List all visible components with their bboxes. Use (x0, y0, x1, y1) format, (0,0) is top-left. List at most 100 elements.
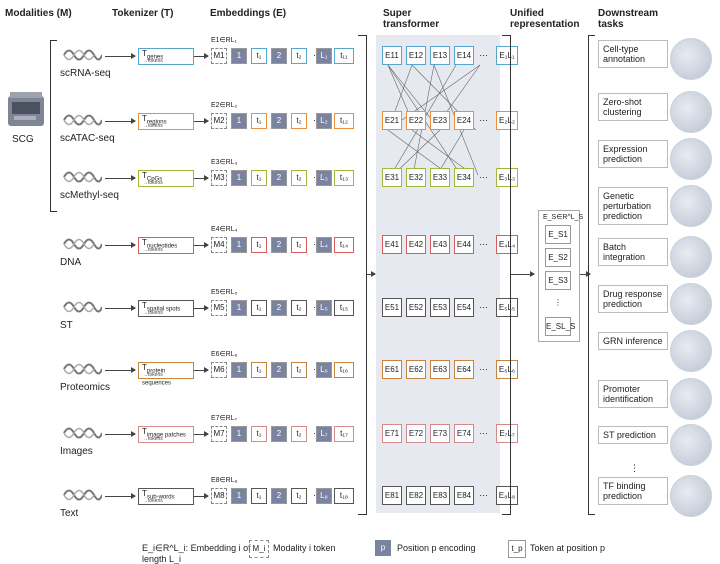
tokens-label: →tokens (143, 123, 163, 129)
embedding-cell: M7 (211, 426, 227, 442)
legend-position: Position p encoding (397, 543, 476, 553)
embedding-cell: 1 (231, 170, 247, 186)
arrow-to-embeddings (194, 305, 209, 311)
task-6[interactable]: GRN inference (598, 332, 668, 350)
transformer-cell: E23 (430, 111, 450, 130)
embedding-cell: t₁₅ (334, 300, 354, 316)
transformer-cell: E34 (454, 168, 474, 187)
task-2[interactable]: Expression prediction (598, 140, 668, 168)
task-image-8 (670, 424, 712, 466)
embedding-cell: t₁ (251, 488, 267, 504)
embedding-cell: 2 (271, 300, 287, 316)
task-8[interactable]: ST prediction (598, 426, 668, 444)
embedding-cell: t₂ (291, 426, 307, 442)
tokenizer-scMethyl-seq: TCpGs→tokens (138, 170, 194, 187)
scg-label: SCG (12, 134, 34, 145)
unified-cell: E_SL_S (545, 317, 575, 336)
embedding-cell: t₁₂ (334, 113, 354, 129)
embedding-cell: L₃ (316, 170, 332, 186)
embedding-cell: t₁ (251, 426, 267, 442)
tokenizer-sub: spatial spots (146, 306, 181, 313)
embedding-cell: t₁ (251, 48, 267, 64)
unified-cell: E_S1 (545, 225, 571, 244)
transformer-cell: E43 (430, 235, 450, 254)
embedding-cell: 2 (271, 113, 287, 129)
tokenizer-name: Tgenes (142, 49, 164, 61)
transformer-cell: E₄L₄ (496, 235, 518, 254)
embedding-cell: t₁₃ (334, 170, 354, 186)
transformer-cell: E81 (382, 486, 402, 505)
tokenizer-name: Tspatial spots (142, 301, 181, 313)
tissue-icon (62, 296, 103, 318)
ellipsis: ··· (479, 172, 488, 182)
transformer-cell: E61 (382, 360, 402, 379)
tokenizer-sub: nucleotides (146, 243, 178, 250)
protein-icon (62, 358, 103, 380)
embedding-cell: 1 (231, 426, 247, 442)
tokenizer-name: Tsub-words (142, 489, 175, 501)
task-image-9 (670, 475, 712, 517)
task-1[interactable]: Zero-shot clustering (598, 93, 668, 121)
ellipsis: ··· (479, 364, 488, 374)
tokenizer-sub: protein sequences (142, 368, 172, 387)
embedding-cell: t₂ (291, 237, 307, 253)
embedding-title: E6∈RL₆ (211, 351, 238, 358)
task-0[interactable]: Cell-type annotation (598, 40, 668, 68)
transformer-cell: E22 (406, 111, 426, 130)
tokens-label: →tokens (143, 498, 163, 504)
embedding-cell: L₁ (316, 48, 332, 64)
header-tokenizer: Tokenizer (T) (112, 8, 174, 19)
tokenizer-name: Tregions (142, 114, 167, 126)
header-unified: Unified representation (510, 8, 580, 30)
transformer-cell: E₈L₈ (496, 486, 518, 505)
tokenizer-sub: sub-words (146, 494, 175, 501)
transformer-cell: E74 (454, 424, 474, 443)
scg-bracket (50, 40, 57, 212)
transformer-cell: E54 (454, 298, 474, 317)
embedding-cell: 1 (231, 113, 247, 129)
ellipsis: ··· (479, 50, 488, 60)
transformer-cell: E71 (382, 424, 402, 443)
tokenizer-sub: regions (146, 119, 167, 126)
transformer-cell: E41 (382, 235, 402, 254)
document-icon (62, 484, 103, 506)
task-9[interactable]: TF binding prediction (598, 477, 668, 505)
tokenizer-name: Tprotein sequences (142, 363, 172, 387)
task-3[interactable]: Genetic perturbation prediction (598, 187, 668, 225)
embedding-cell: t₁₁ (334, 48, 354, 64)
header-super-transformer: Super transformer (383, 8, 440, 30)
legend-tok-symbol: t_p (508, 540, 526, 558)
ellipsis: ··· (479, 239, 488, 249)
embedding-title: E4∈RL₄ (211, 226, 238, 233)
embedding-cell: M3 (211, 170, 227, 186)
ellipsis: ··· (479, 115, 488, 125)
arrow-to-embeddings (194, 493, 209, 499)
arrow-to-tokenizer (105, 118, 136, 124)
modality-label: Proteomics (60, 382, 111, 393)
embedding-cell: t₂ (291, 170, 307, 186)
task-5[interactable]: Drug response prediction (598, 285, 668, 313)
embedding-cell: t₁₈ (334, 488, 354, 504)
transformer-cell: E62 (406, 360, 426, 379)
task-image-0 (670, 38, 712, 80)
transformer-cell: E44 (454, 235, 474, 254)
transformer-cell: E21 (382, 111, 402, 130)
embedding-cell: t₁₇ (334, 426, 354, 442)
arrow-to-embeddings (194, 431, 209, 437)
tokenizer-ST: Tspatial spots→tokens (138, 300, 194, 317)
transformer-cell: E13 (430, 46, 450, 65)
transformer-cell: E12 (406, 46, 426, 65)
embedding-cell: 2 (271, 237, 287, 253)
embedding-cell: t₁ (251, 362, 267, 378)
embedding-cell: t₁ (251, 170, 267, 186)
task-4[interactable]: Batch integration (598, 238, 668, 266)
transformer-cell: E64 (454, 360, 474, 379)
header-downstream: Downstream tasks (598, 8, 659, 30)
task-7[interactable]: Promoter identification (598, 380, 668, 408)
unified-cell: ⋮ (545, 294, 571, 313)
tokens-label: →tokens (143, 310, 163, 316)
task-image-6 (670, 330, 712, 372)
transformer-cell: E₃L₃ (496, 168, 518, 187)
embedding-cell: 1 (231, 237, 247, 253)
